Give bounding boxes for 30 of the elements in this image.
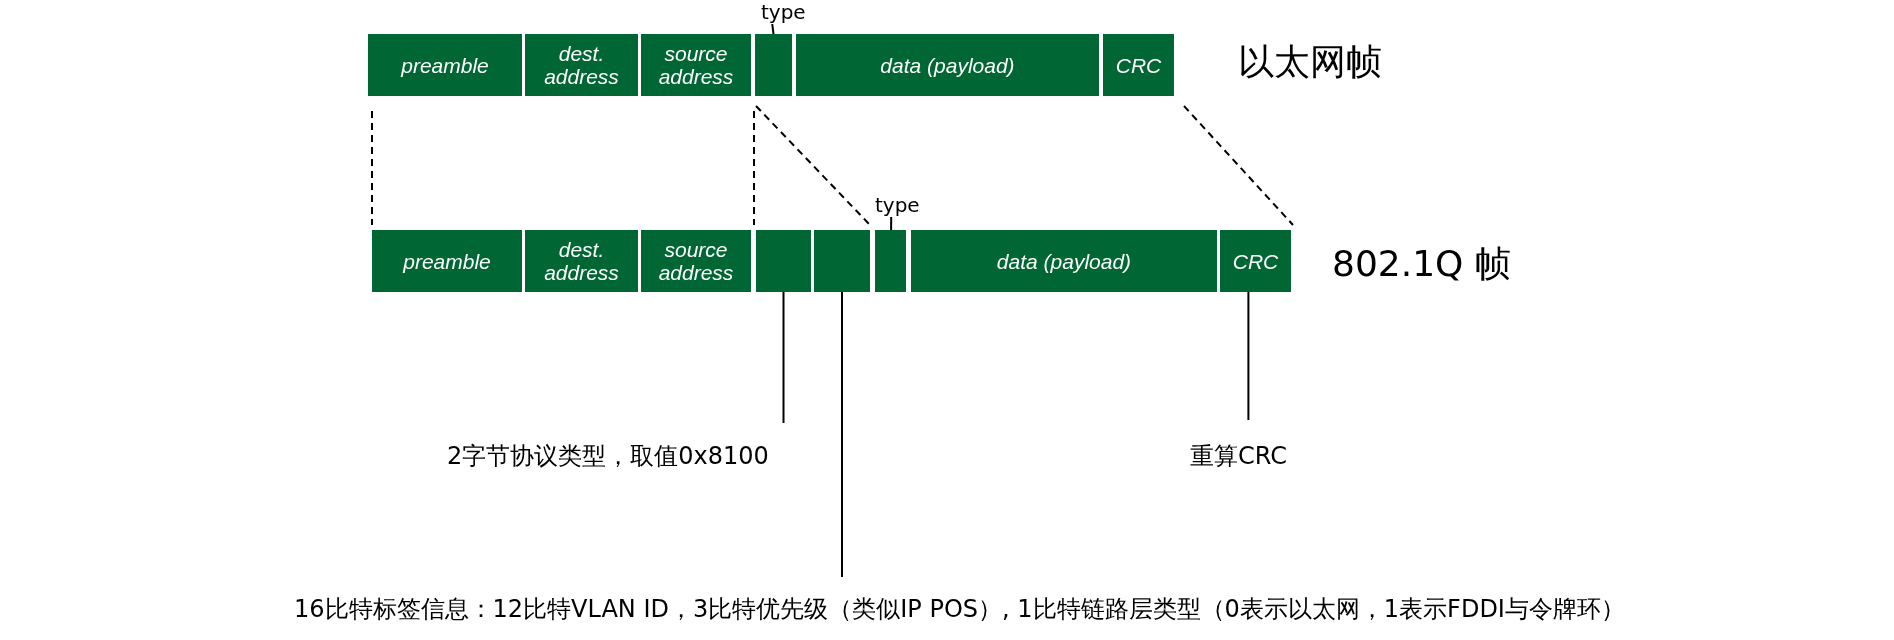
annotation-text: 重算CRC — [1190, 441, 1287, 471]
frame-field: preamble — [372, 230, 522, 292]
frame-title: 802.1Q 帧 — [1332, 242, 1511, 286]
frame-field: dest. address — [525, 230, 638, 292]
annotation-text: type — [761, 0, 806, 24]
leader-line — [841, 291, 843, 578]
frame-field: CRC — [1103, 34, 1174, 96]
frame-field: source address — [641, 230, 751, 292]
dashed-mapping-line — [371, 110, 373, 226]
leader-line — [782, 291, 785, 424]
annotation-text: type — [875, 193, 920, 217]
dashed-mapping-line — [1183, 105, 1294, 226]
dashed-mapping-line — [755, 105, 871, 226]
frame-title: 以太网帧 — [1238, 40, 1382, 84]
frame-field — [814, 230, 870, 292]
leader-line — [771, 23, 775, 35]
frame-field — [755, 34, 792, 96]
frame-field: dest. address — [525, 34, 638, 96]
frame-field: data (payload) — [796, 34, 1099, 96]
annotation-text: 2字节协议类型，取值0x8100 — [447, 441, 769, 471]
frame-field: preamble — [368, 34, 522, 96]
frame-field — [756, 230, 811, 292]
frame-field: source address — [641, 34, 751, 96]
leader-line — [890, 216, 893, 231]
frame-field — [875, 230, 906, 292]
dashed-mapping-line — [753, 110, 755, 226]
annotation-text: 16比特标签信息：12比特VLAN ID，3比特优先级（类似IP POS）, 1比特链路层类型（0表示以太网，1表示FDDI与令牌环） — [294, 592, 1625, 626]
frame-field: CRC — [1220, 230, 1291, 292]
frame-field: data (payload) — [911, 230, 1217, 292]
leader-line — [1247, 291, 1250, 421]
